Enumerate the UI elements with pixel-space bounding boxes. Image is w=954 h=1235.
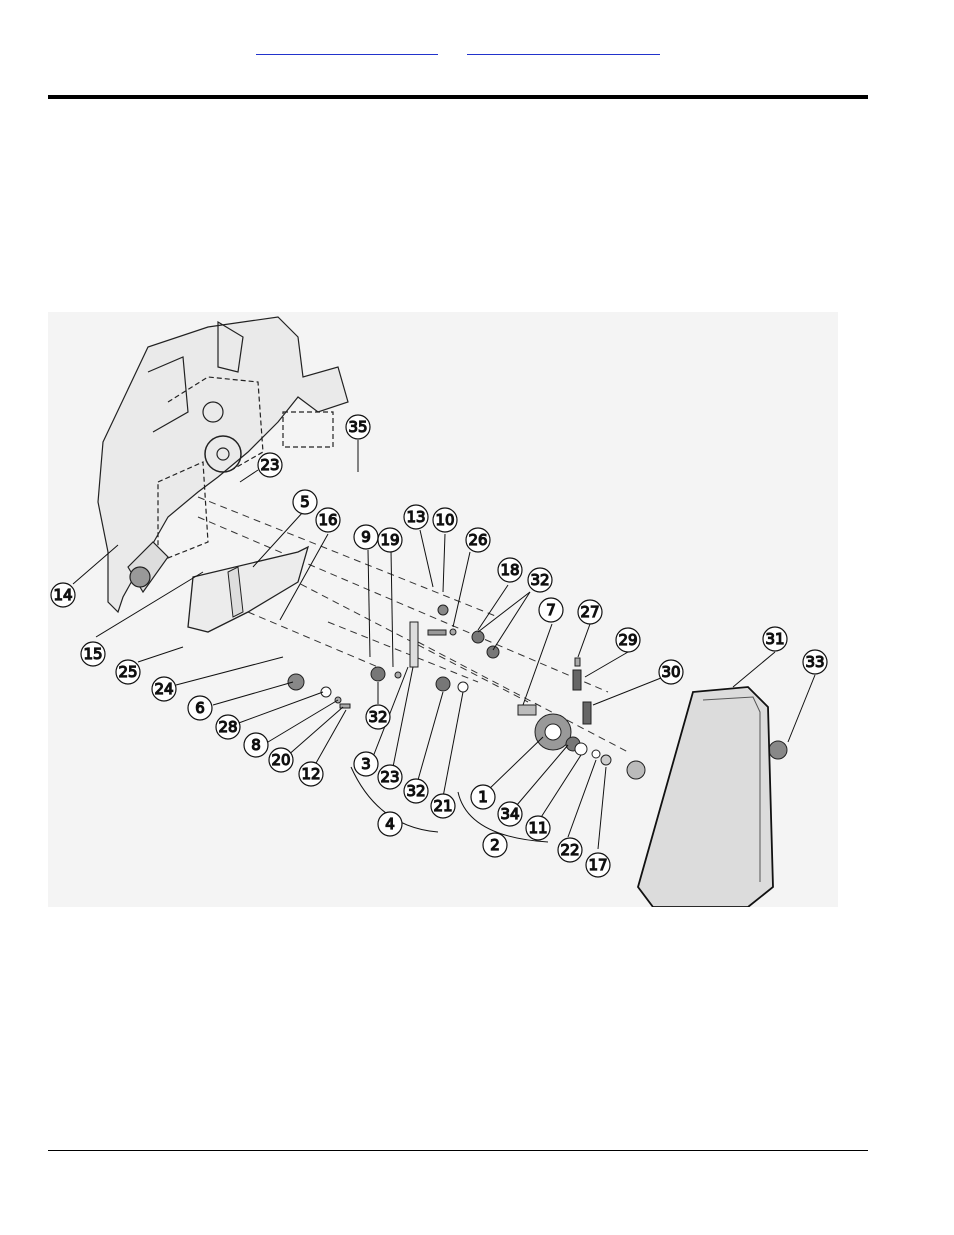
callout: 24 [151,676,177,702]
callout: 19 [377,527,403,553]
callout: 21 [430,793,456,819]
header-link-left[interactable] [256,46,438,55]
svg-text:25: 25 [118,663,137,681]
svg-text:32: 32 [530,571,549,589]
callout: 29 [615,627,641,653]
bottom-divider [48,1150,868,1151]
callout: 6 [187,695,213,721]
svg-text:12: 12 [301,765,320,783]
svg-text:7: 7 [546,601,556,619]
callout: 14 [50,582,76,608]
svg-text:23: 23 [260,456,279,474]
callout: 23 [257,452,283,478]
svg-text:9: 9 [361,528,371,546]
callout: 27 [577,599,603,625]
svg-text:13: 13 [406,508,425,526]
callout: 15 [80,641,106,667]
callout: 31 [762,626,788,652]
machine-frame [97,316,349,614]
callout: 20 [268,747,294,773]
callout: 33 [802,649,828,675]
callout: 32 [527,567,553,593]
svg-text:20: 20 [271,751,290,769]
svg-text:19: 19 [380,531,399,549]
callout-leaders [72,440,816,850]
assembly-lines [197,496,629,753]
svg-text:34: 34 [500,805,519,823]
svg-text:17: 17 [588,856,607,874]
callout: 22 [557,837,583,863]
svg-text:31: 31 [765,630,784,648]
callout: 11 [525,815,551,841]
svg-text:23: 23 [380,768,399,786]
svg-text:18: 18 [500,561,519,579]
svg-text:33: 33 [805,653,824,671]
svg-text:32: 32 [406,782,425,800]
callout: 5 [292,489,318,515]
callout: 10 [432,507,458,533]
callout: 34 [497,801,523,827]
svg-text:29: 29 [618,631,637,649]
svg-text:27: 27 [580,603,599,621]
callout: 16 [315,507,341,533]
svg-text:1: 1 [478,788,488,806]
svg-text:15: 15 [83,645,102,663]
svg-text:3: 3 [361,755,371,773]
callout: 12 [298,761,324,787]
small-parts [287,604,788,780]
callout: 35 [345,414,371,440]
svg-text:22: 22 [560,841,579,859]
svg-text:5: 5 [300,493,310,511]
callout: 28 [215,714,241,740]
svg-text:2: 2 [490,836,500,854]
callout: 9 [353,524,379,550]
callout: 7 [538,597,564,623]
callout: 26 [465,527,491,553]
svg-text:8: 8 [251,736,261,754]
callout: 4 [377,811,403,837]
exploded-parts-diagram: 35 23 5 16 13 10 26 9 19 18 32 14 7 27 1… [48,312,838,907]
svg-text:30: 30 [661,663,680,681]
svg-text:10: 10 [435,511,454,529]
callout: 30 [658,659,684,685]
svg-text:26: 26 [468,531,487,549]
callout: 8 [243,732,269,758]
callout: 3 [353,751,379,777]
svg-text:11: 11 [528,819,547,837]
callout: 1 [470,784,496,810]
svg-text:28: 28 [218,718,237,736]
callout: 25 [115,659,141,685]
svg-text:6: 6 [195,699,205,717]
svg-text:35: 35 [348,418,367,436]
svg-text:16: 16 [318,511,337,529]
callout: 18 [497,557,523,583]
callouts: 35 23 5 16 13 10 26 9 19 18 32 14 7 27 1… [50,414,828,878]
svg-text:4: 4 [385,815,395,833]
parts-drawing: 35 23 5 16 13 10 26 9 19 18 32 14 7 27 1… [50,316,828,907]
callout: 32 [403,778,429,804]
svg-text:21: 21 [433,797,452,815]
callout: 17 [585,852,611,878]
callout: 32 [365,704,391,730]
svg-text:24: 24 [154,680,173,698]
top-divider [48,95,868,99]
callout: 13 [403,504,429,530]
callout: 2 [482,832,508,858]
svg-text:32: 32 [368,708,387,726]
callout: 23 [377,764,403,790]
svg-text:14: 14 [53,586,72,604]
header-link-right[interactable] [467,46,660,55]
chain-guard [637,686,774,907]
